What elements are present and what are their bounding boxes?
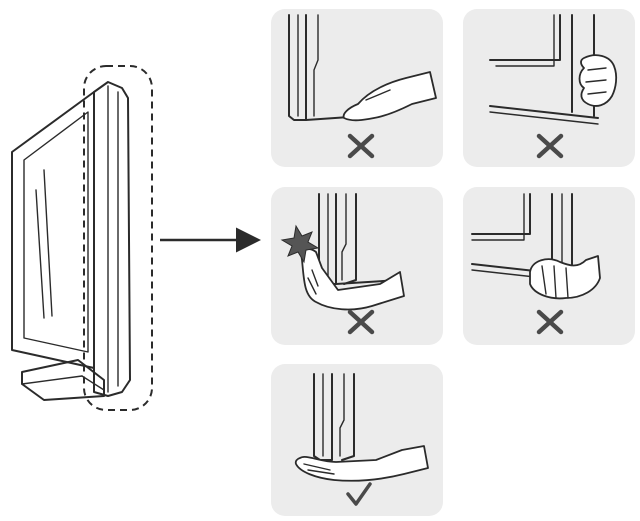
cross-icon	[347, 133, 375, 159]
panel-4	[463, 187, 635, 345]
hand-icon	[342, 71, 437, 122]
panel-1	[271, 9, 443, 167]
check-icon	[346, 482, 372, 506]
tv-illustration	[11, 65, 153, 411]
fist-icon	[529, 255, 601, 300]
open-palm-icon	[294, 445, 429, 482]
cross-icon	[536, 309, 564, 335]
cross-icon	[347, 309, 375, 335]
cross-icon	[536, 133, 564, 159]
panel-5	[271, 364, 443, 516]
edge-highlight-outline	[83, 65, 153, 411]
impact-burst-icon	[280, 224, 320, 264]
tv-edge-illustration	[318, 193, 401, 285]
panel-2	[463, 9, 635, 167]
panel-3	[271, 187, 443, 345]
